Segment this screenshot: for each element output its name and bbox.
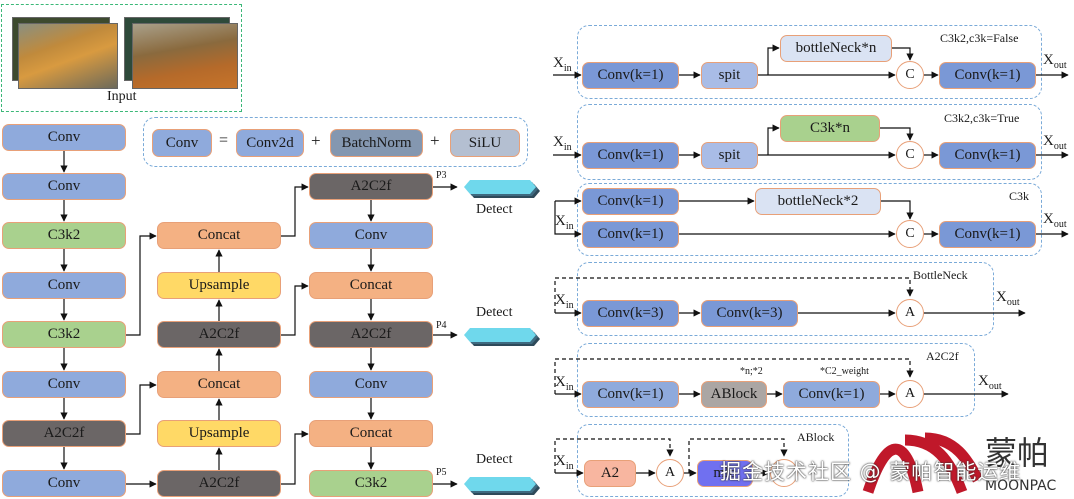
backbone-conv-3: Conv (2, 272, 126, 299)
arrow (281, 430, 309, 485)
p4-tag: P4 (436, 320, 447, 331)
c3k-conv-out: Conv(k=1) (939, 221, 1036, 248)
detect-icon-p3 (464, 180, 540, 198)
watermark-text: 掘金技术社区 @ 蒙帕智能运维 (720, 460, 1022, 484)
c3k2f-conv-out: Conv(k=1) (939, 62, 1036, 89)
neck-upsample-2: Upsample (157, 420, 281, 447)
arrow (281, 183, 309, 237)
x-in-ablock: Xin (555, 453, 574, 472)
tiger-image (18, 23, 118, 89)
a2c2f-conv-in: Conv(k=1) (582, 381, 679, 408)
detect-label-p5: Detect (476, 452, 513, 467)
x-out-c3k2f: Xout (1043, 52, 1067, 71)
brand-en: MOONPAC (985, 478, 1057, 494)
c3k2t-concat-node: C (896, 141, 924, 169)
c3k-bottleneck-2: bottleNeck*2 (755, 188, 881, 215)
c3k2t-conv-in: Conv(k=1) (582, 142, 679, 169)
ablock-add-node-1: A (656, 459, 684, 487)
bottleneck-title: BottleNeck (913, 268, 968, 282)
arrow (126, 232, 157, 336)
c3k-title: C3k (1009, 189, 1030, 203)
x-in-bottleneck: Xin (555, 292, 574, 311)
c3k-conv-a: Conv(k=1) (582, 188, 679, 215)
x-in-c3k: Xin (555, 213, 574, 232)
legend-plus: + (311, 131, 321, 150)
input-label: Input (107, 89, 137, 104)
backbone-conv-1: Conv (2, 124, 126, 151)
x-out-a2c2f: Xout (978, 373, 1002, 392)
backbone-c3k2-2: C3k2 (2, 321, 126, 348)
a2c2f-add-node: A (896, 380, 924, 408)
c3k2-true-module (577, 104, 1042, 180)
ablock-a2: A2 (584, 460, 636, 487)
bottleneck-conv-a: Conv(k=3) (582, 300, 679, 327)
neck-a2c2f-2: A2C2f (157, 470, 281, 497)
p3-tag: P3 (436, 170, 447, 181)
c3k2t-c3k-n: C3k*n (780, 115, 880, 142)
legend-batchnorm: BatchNorm (330, 129, 423, 157)
c3k2-false-module (577, 25, 1042, 99)
x-in-c3k2f: Xin (553, 55, 572, 74)
legend-conv: Conv (152, 129, 212, 157)
arrow (281, 282, 309, 336)
neck-concat-2: Concat (157, 371, 281, 398)
c3k2f-split: spit (701, 62, 758, 89)
x-in-c3k2t: Xin (553, 134, 572, 153)
arrow (126, 381, 157, 435)
c3k2t-conv-out: Conv(k=1) (939, 142, 1036, 169)
head-conv-1: Conv (309, 222, 433, 249)
p5-tag: P5 (436, 467, 447, 478)
head-c3k2-p5: C3k2 (309, 470, 433, 497)
detect-icon-p5 (464, 477, 540, 495)
x-out-c3k2t: Xout (1043, 133, 1067, 152)
a2c2f-ablock: ABlock (701, 381, 767, 408)
c3k2-false-title: C3k2,c3k=False (940, 31, 1019, 45)
head-a2c2f-p3: A2C2f (309, 173, 433, 200)
detect-label-p3: Detect (476, 202, 513, 217)
c3k-concat-node: C (896, 220, 924, 248)
bottleneck-conv-b: Conv(k=3) (701, 300, 798, 327)
c3k2f-conv-in: Conv(k=1) (582, 62, 679, 89)
c3k2t-split: spit (701, 142, 758, 169)
backbone-conv-5: Conv (2, 470, 126, 497)
ablock-title: ABlock (797, 430, 835, 444)
head-concat-1: Concat (309, 272, 433, 299)
legend-equals: = (219, 132, 229, 149)
input-panel: Input (1, 4, 242, 112)
legend-conv2d: Conv2d (236, 129, 304, 157)
a2c2f-conv-out: Conv(k=1) (783, 381, 880, 408)
neck-concat-1: Concat (157, 222, 281, 249)
backbone-conv-4: Conv (2, 371, 126, 398)
detect-label-p4: Detect (476, 305, 513, 320)
backbone-a2c2f: A2C2f (2, 420, 126, 447)
a2c2f-conv-note: *C2_weight (820, 366, 869, 377)
head-concat-2: Concat (309, 420, 433, 447)
leopard-image (132, 23, 238, 89)
a2c2f-ablock-note: *n;*2 (740, 366, 763, 377)
c3k-conv-b: Conv(k=1) (582, 221, 679, 248)
legend-silu: SiLU (450, 129, 520, 157)
conv-legend (143, 117, 528, 167)
x-out-bottleneck: Xout (996, 289, 1020, 308)
brand-cn: 蒙帕 (985, 434, 1050, 472)
backbone-c3k2-1: C3k2 (2, 222, 126, 249)
bottleneck-add-node: A (896, 299, 924, 327)
x-out-c3k: Xout (1043, 211, 1067, 230)
backbone-conv-2: Conv (2, 173, 126, 200)
legend-plus: + (430, 131, 440, 150)
c3k2f-concat-node: C (896, 61, 924, 89)
neck-upsample-1: Upsample (157, 272, 281, 299)
head-conv-2: Conv (309, 371, 433, 398)
neck-a2c2f-1: A2C2f (157, 321, 281, 348)
a2c2f-title: A2C2f (926, 349, 959, 363)
c3k2f-bottleneck-n: bottleNeck*n (780, 35, 892, 62)
c3k2-true-title: C3k2,c3k=True (944, 111, 1020, 125)
head-a2c2f-p4: A2C2f (309, 321, 433, 348)
x-in-a2c2f: Xin (555, 374, 574, 393)
detect-icon-p4 (464, 328, 540, 346)
